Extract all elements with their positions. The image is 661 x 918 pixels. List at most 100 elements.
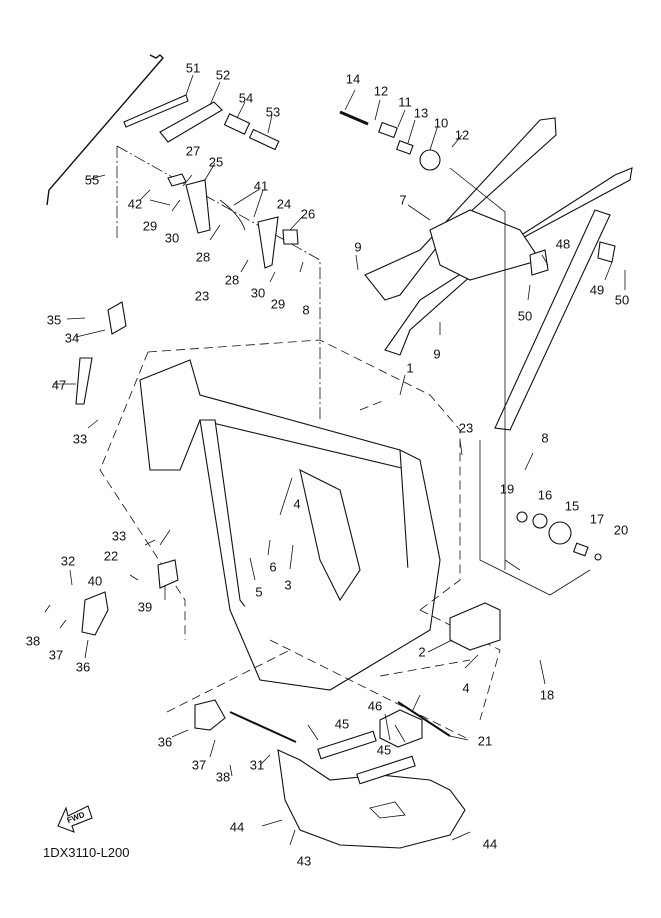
callout-1: 1 <box>406 360 414 376</box>
callout-38b: 38 <box>215 769 231 785</box>
guide-lines-top-left <box>116 145 321 420</box>
part-bracket-25 <box>185 179 211 234</box>
callout-3: 3 <box>284 577 292 593</box>
callout-54: 54 <box>238 90 254 106</box>
callout-29b: 29 <box>270 296 286 312</box>
callout-14: 14 <box>345 71 361 87</box>
callout-23b: 23 <box>458 420 474 436</box>
callout-28a: 28 <box>195 249 211 265</box>
callout-36a: 36 <box>75 659 91 675</box>
callout-42: 42 <box>127 196 143 212</box>
callout-44b: 44 <box>482 836 498 852</box>
part-bolt-53 <box>248 128 280 151</box>
callout-40: 40 <box>87 573 103 589</box>
callout-17: 17 <box>589 511 605 527</box>
callout-36b: 36 <box>157 734 173 750</box>
callout-5: 5 <box>255 584 263 600</box>
callout-41: 41 <box>253 178 269 194</box>
part-clip-34 <box>107 301 127 335</box>
callout-50a: 50 <box>517 308 533 324</box>
callout-6: 6 <box>269 559 277 575</box>
callout-50b: 50 <box>614 292 630 308</box>
part-collar-11 <box>378 121 398 139</box>
callout-33a: 33 <box>72 431 88 447</box>
callout-25: 25 <box>208 154 224 170</box>
callout-4a: 4 <box>293 496 301 512</box>
callout-9b: 9 <box>433 346 441 362</box>
callout-29a: 29 <box>142 218 158 234</box>
callout-51: 51 <box>185 60 201 76</box>
part-mount-2 <box>449 602 501 651</box>
callout-2: 2 <box>418 644 426 660</box>
callout-45b: 45 <box>376 742 392 758</box>
part-collar-13 <box>396 140 414 155</box>
part-rear-subframe-7 <box>364 117 633 356</box>
callout-49: 49 <box>589 282 605 298</box>
callout-12b: 12 <box>454 127 470 143</box>
callout-15: 15 <box>564 498 580 514</box>
callout-53: 53 <box>265 104 281 120</box>
part-tube-52 <box>159 101 223 143</box>
part-bracket-48 <box>529 249 549 276</box>
part-spring-41 <box>219 199 246 231</box>
part-bolt-14 <box>339 110 369 126</box>
part-wrench-51 <box>123 94 189 128</box>
part-clip-26 <box>282 229 299 245</box>
part-plate-36b <box>194 699 226 731</box>
callout-13: 13 <box>413 105 429 121</box>
part-bracket-49 <box>597 241 616 263</box>
callout-11: 11 <box>398 94 412 110</box>
diagram-code: 1DX3110-L200 <box>43 845 130 860</box>
fwd-arrow-icon <box>57 805 93 833</box>
part-pad-45b <box>356 755 416 785</box>
callout-48: 48 <box>555 236 571 252</box>
callout-12a: 12 <box>373 83 389 99</box>
part-collar-17 <box>572 542 589 557</box>
callout-39: 39 <box>137 599 153 615</box>
callout-8b: 8 <box>541 430 549 446</box>
callout-28b: 28 <box>224 272 240 288</box>
part-bracket-24 <box>257 216 279 269</box>
callout-45a: 45 <box>334 716 350 732</box>
part-strip-47 <box>75 357 93 405</box>
callout-52: 52 <box>215 67 231 83</box>
part-pad-45a <box>317 730 377 760</box>
callout-10: 10 <box>433 115 449 131</box>
callout-26: 26 <box>300 206 316 222</box>
callout-43: 43 <box>296 853 312 869</box>
part-block-46 <box>379 709 423 748</box>
callout-23a: 23 <box>194 288 210 304</box>
callout-4b: 4 <box>462 680 470 696</box>
part-washer-20 <box>594 553 602 561</box>
callout-30b: 30 <box>250 285 266 301</box>
callout-37b: 37 <box>191 757 207 773</box>
callout-20: 20 <box>613 522 629 538</box>
part-bolt-21 <box>397 701 451 737</box>
callout-38a: 38 <box>25 633 41 649</box>
callout-55: 55 <box>84 172 100 188</box>
callout-27: 27 <box>185 143 201 159</box>
callout-19: 19 <box>499 481 515 497</box>
callout-33b: 33 <box>111 528 127 544</box>
part-plate-36a <box>81 591 109 636</box>
callout-7: 7 <box>399 192 407 208</box>
callout-34: 34 <box>64 330 80 346</box>
part-skid-plate-43 <box>277 749 466 849</box>
callout-47: 47 <box>51 377 67 393</box>
guide-dashed-frame <box>99 339 461 640</box>
part-collar-54 <box>223 113 251 135</box>
callout-46: 46 <box>367 698 383 714</box>
guide-lines-right <box>449 167 591 596</box>
callout-22: 22 <box>103 548 119 564</box>
callout-8a: 8 <box>302 302 310 318</box>
part-bushing-10 <box>419 149 441 171</box>
part-bushing-15 <box>548 521 572 545</box>
callout-30a: 30 <box>164 230 180 246</box>
callout-31: 31 <box>249 757 265 773</box>
part-bearing-16 <box>532 513 548 529</box>
callout-9a: 9 <box>354 239 362 255</box>
callout-37a: 37 <box>48 647 64 663</box>
callout-18: 18 <box>539 687 555 703</box>
